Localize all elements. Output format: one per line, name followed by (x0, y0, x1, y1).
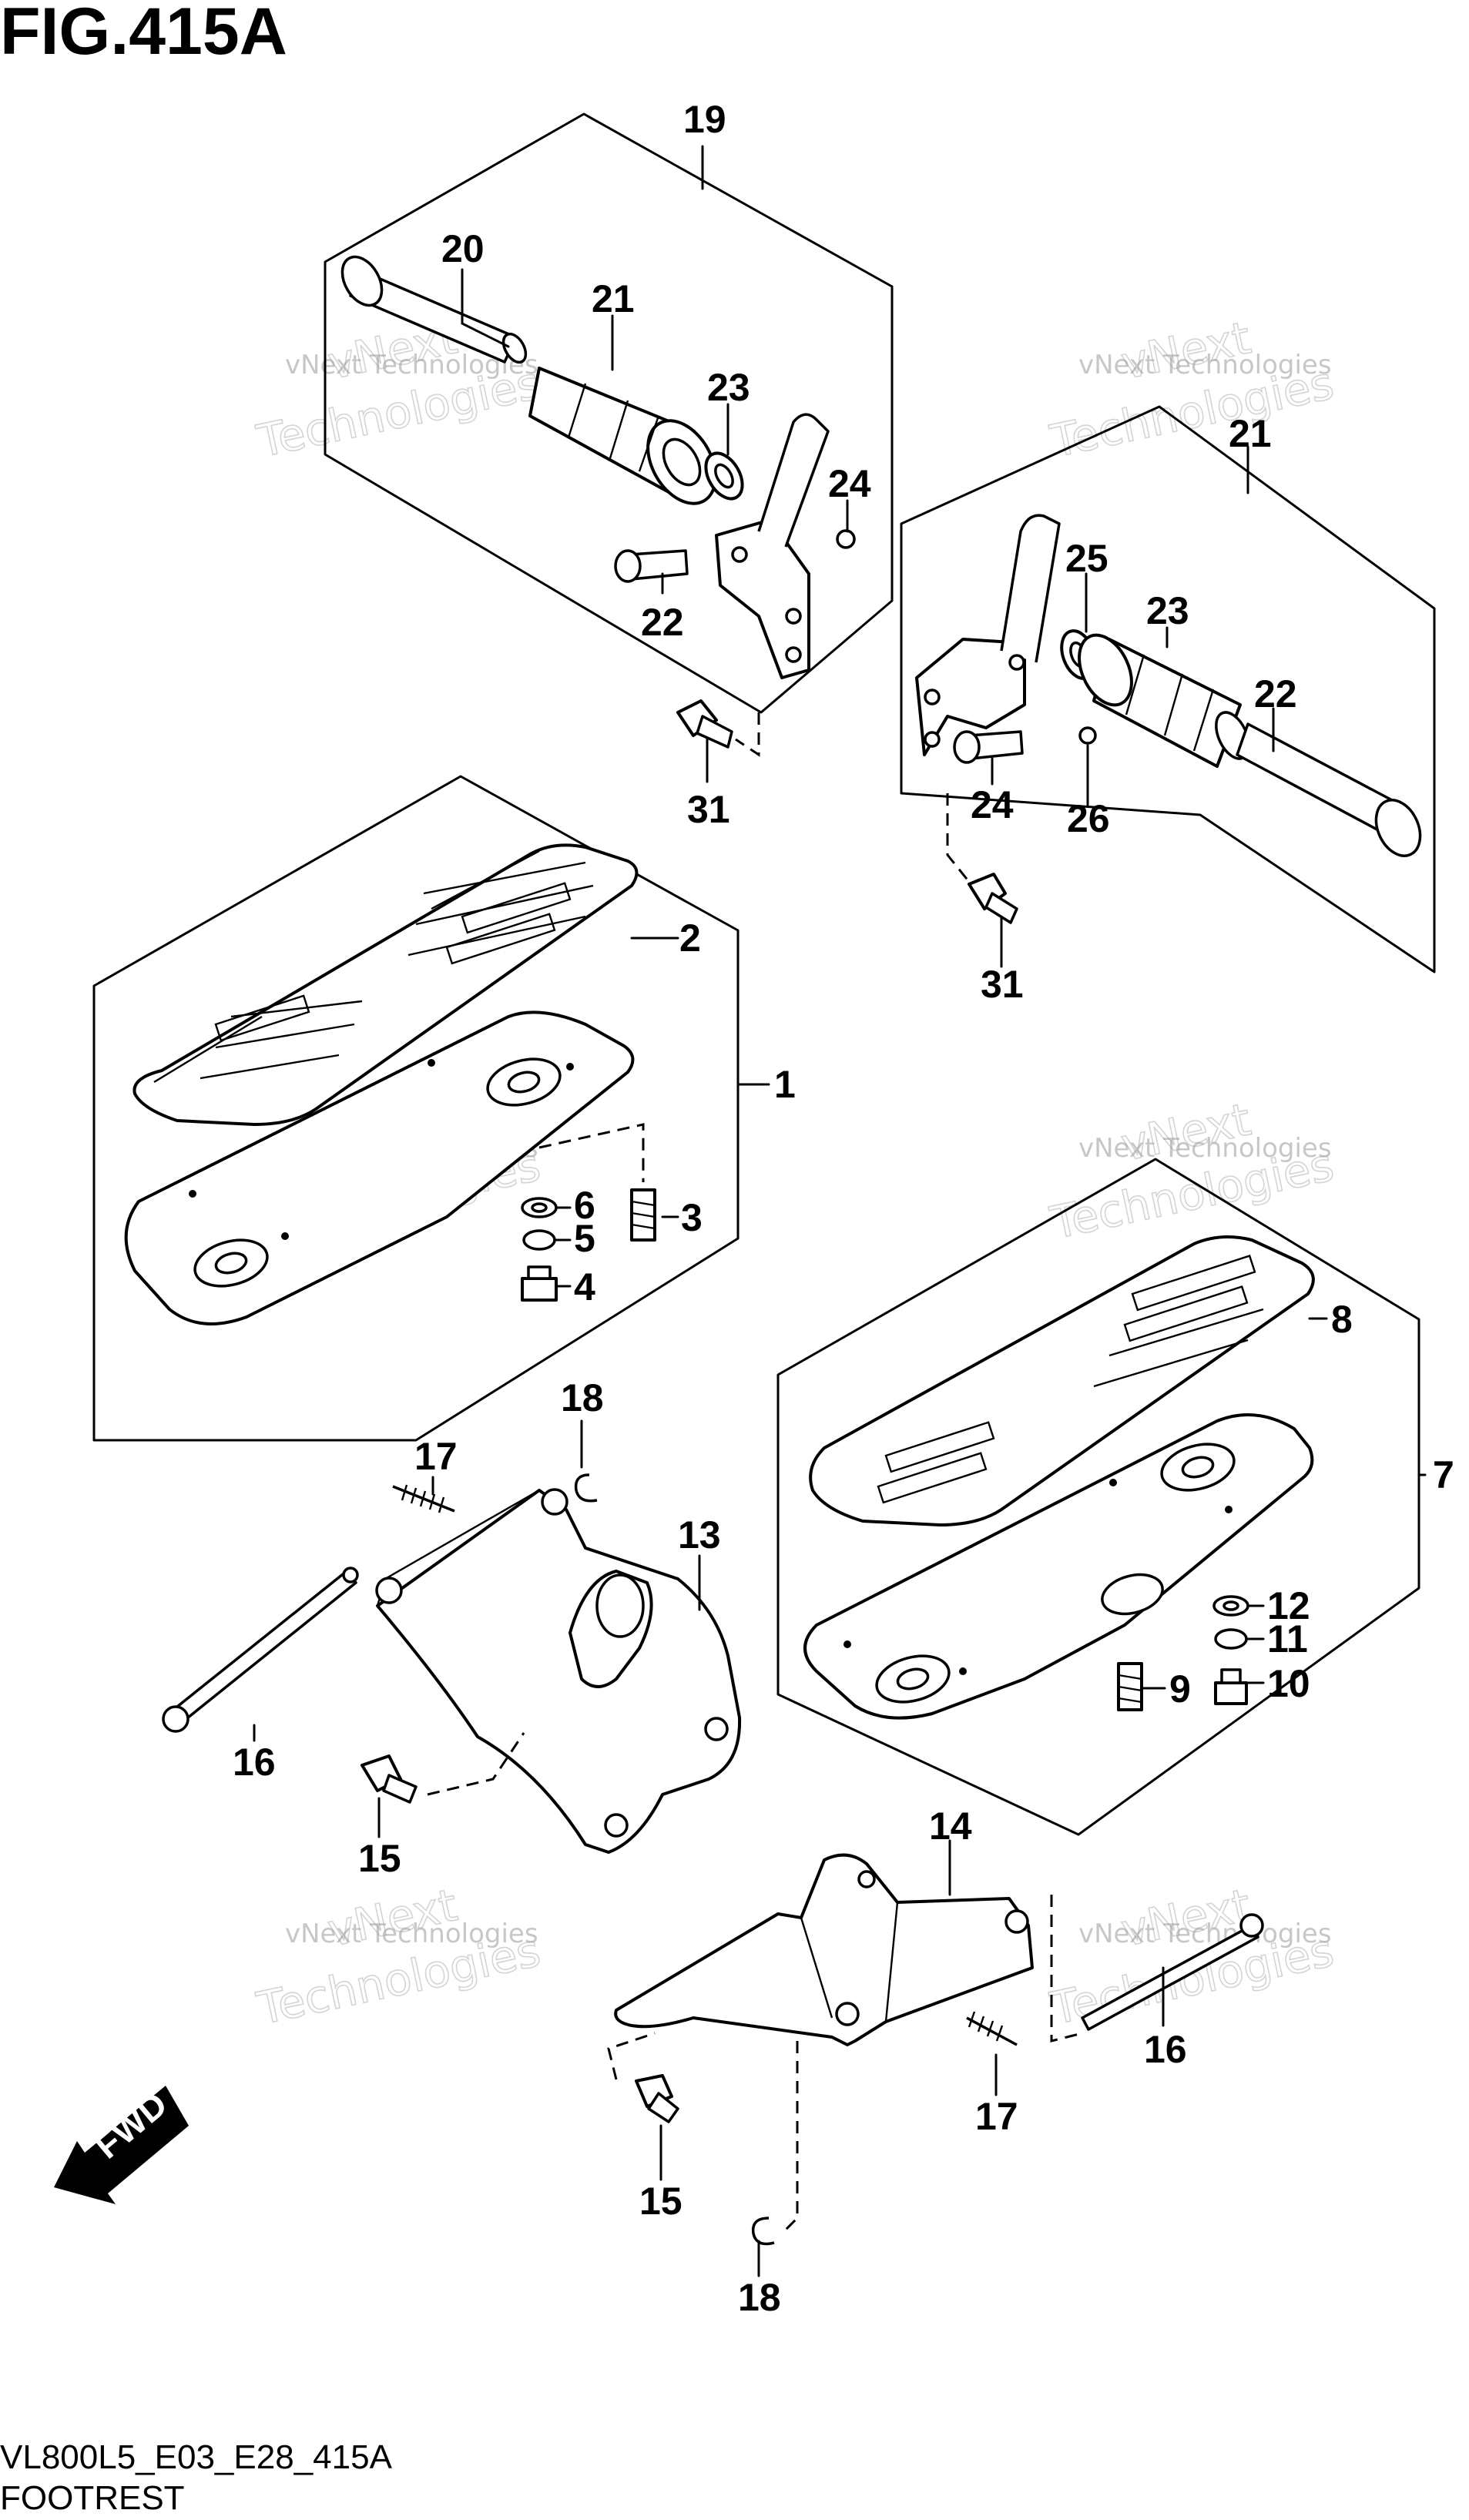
callout-15-right: 15 (639, 2180, 683, 2223)
part-12-washer (1212, 1595, 1249, 1617)
callout-26: 22 (1254, 672, 1297, 715)
group-boundary-25 (900, 405, 1436, 973)
part-24-clip (836, 529, 856, 549)
group-boundary-7 (776, 1158, 1420, 1836)
part-13-footrest-bracket (375, 1488, 742, 1854)
callout-3: 3 (681, 1196, 703, 1239)
assembly-13-left-bracket (162, 1473, 742, 1854)
callout-7: 7 (1433, 1453, 1454, 1496)
part-23-washer (704, 451, 744, 501)
assembly-1-left-floorboard (92, 775, 740, 1442)
callout-23: 23 (707, 366, 750, 409)
callout-17-left: 17 (414, 1435, 458, 1478)
part-16-pin-left (162, 1567, 359, 1733)
callout-9: 9 (1169, 1667, 1191, 1711)
part-17-spring-left (392, 1484, 455, 1513)
fwd-arrow: FWD (54, 2083, 189, 2204)
callout-28: 24 (971, 783, 1014, 826)
part-1-floorboard-base (124, 1010, 635, 1325)
part-11-nut (1214, 1628, 1248, 1650)
part-4-bolt (521, 1265, 558, 1302)
callout-31-top: 31 (687, 788, 730, 831)
callout-17-right: 17 (975, 2095, 1018, 2138)
model-code: VL800L5_E03_E28_415A (0, 2438, 393, 2476)
callout-labels: 19 20 21 23 24 22 31 21 25 23 22 24 26 3… (233, 98, 1454, 2319)
callout-25: 21 (1229, 412, 1272, 455)
callout-2: 2 (679, 917, 701, 960)
part-8-floorboard-pad (809, 1235, 1315, 1526)
part-7-floorboard-base (803, 1413, 1314, 1720)
callout-11: 11 (1267, 1617, 1308, 1660)
part-20-shaft (340, 255, 528, 364)
callout-16-right: 16 (1144, 2028, 1187, 2071)
watermark-text: vNext Technologies (1078, 1133, 1332, 1164)
part-bracket-right (915, 514, 1061, 756)
part-15-bolt-right (635, 2074, 679, 2123)
callout-1: 1 (774, 1063, 796, 1106)
part-31-bolt-top (676, 699, 733, 749)
part-2-floorboard-pad (132, 843, 639, 1126)
callout-27: 23 (1146, 589, 1189, 632)
callout-24: 24 (828, 462, 871, 505)
callout-21: 21 (592, 277, 635, 320)
watermark-text: vNext Technologies (1078, 350, 1332, 380)
group-boundary-19 (324, 112, 894, 714)
part-18-clip-right (751, 2217, 775, 2246)
assembly-14-right-bracket (607, 1853, 1264, 2246)
part-5-nut (522, 1229, 556, 1251)
callout-12: 12 (1267, 1584, 1310, 1627)
figure-title: FIG.415A (0, 0, 287, 69)
assembly-7-right-floorboard (776, 1158, 1420, 1836)
callout-10: 10 (1267, 1662, 1310, 1705)
part-14-footrest-bracket (614, 1853, 1034, 2046)
callout-5: 5 (574, 1217, 595, 1260)
part-15-bolt-left (361, 1754, 418, 1804)
part-9-stud-bolt (1117, 1662, 1143, 1711)
part-18-clip-left (574, 1473, 598, 1503)
part-28-pin (953, 730, 1024, 764)
part-6-washer (521, 1197, 558, 1218)
callout-22: 22 (641, 601, 684, 644)
callout-18-left: 18 (561, 1376, 604, 1419)
callout-8: 8 (1331, 1298, 1353, 1341)
callout-16-left: 16 (233, 1741, 276, 1784)
part-31-bolt-right (968, 873, 1018, 924)
section-name: FOOTREST (0, 2479, 185, 2517)
callout-30: 26 (1067, 797, 1110, 840)
callout-13: 13 (678, 1513, 721, 1557)
callout-20: 20 (441, 227, 485, 270)
callout-6: 6 (574, 1184, 595, 1227)
part-3-stud-bolt (630, 1188, 656, 1242)
part-17-spring-right (966, 2011, 1018, 2046)
callout-29: 25 (1065, 537, 1108, 580)
watermark-text: vNext Technologies (285, 1918, 538, 1949)
assembly-25-right-peg (900, 405, 1436, 973)
callout-4: 4 (574, 1265, 595, 1309)
part-30-clip (1078, 726, 1097, 745)
callout-31-right: 31 (981, 963, 1024, 1006)
part-26-shaft (1236, 722, 1422, 857)
leader-lines (253, 145, 1427, 2277)
part-10-bolt (1214, 1668, 1248, 1705)
assembly-19-left-peg (324, 112, 894, 757)
part-bracket-left (715, 413, 830, 679)
part-21-peg-rubber (528, 367, 717, 505)
part-16-pin-right (1081, 1913, 1264, 2031)
callout-19: 19 (683, 98, 726, 141)
group-boundary-1 (92, 775, 740, 1442)
part-22-pin (614, 549, 689, 583)
part-27-peg-rubber (1078, 633, 1250, 768)
callout-14: 14 (929, 1805, 972, 1848)
watermark-text: vNext Technologies (1078, 1918, 1332, 1949)
callout-15-left: 15 (358, 1837, 401, 1880)
callout-18-right: 18 (738, 2276, 781, 2319)
